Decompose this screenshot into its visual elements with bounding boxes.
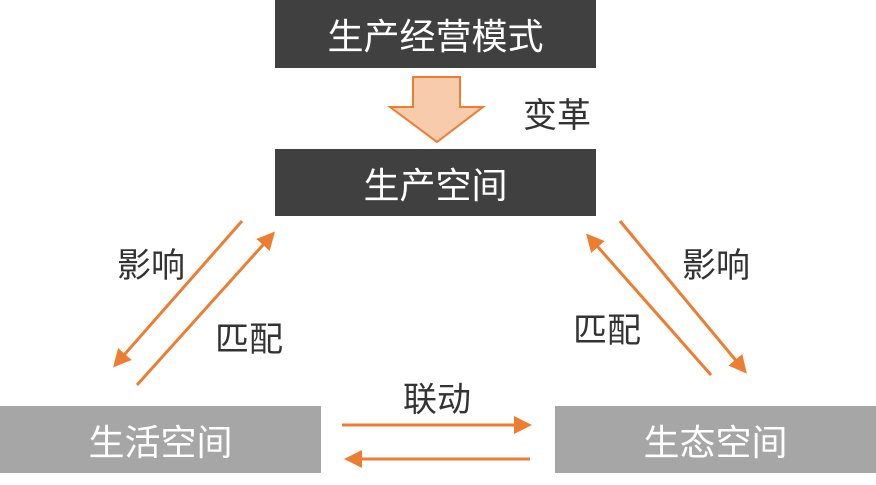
block-down-arrow [386, 76, 486, 144]
arrow-production-to-living [113, 220, 244, 368]
label-reform: 变革 [523, 96, 591, 136]
node-living-space-label: 生活空间 [88, 422, 233, 464]
node-ecological-space-label: 生态空间 [643, 422, 788, 464]
arrow-production-to-ecological [618, 220, 747, 374]
node-ecological-space: 生态空间 [555, 406, 876, 473]
node-production-mode-label: 生产经营模式 [327, 17, 544, 58]
node-production-mode: 生产经营模式 [275, 0, 596, 68]
node-production-space-label: 生产空间 [363, 165, 508, 207]
label-match-right: 匹配 [573, 311, 641, 351]
node-production-space: 生产空间 [275, 149, 596, 216]
arrow-ecological-to-production [586, 233, 713, 376]
node-living-space: 生活空间 [0, 406, 321, 473]
arrow-living-to-production [135, 231, 276, 387]
label-linkage: 联动 [403, 380, 471, 420]
label-influence-right: 影响 [682, 246, 750, 286]
label-match-left: 匹配 [215, 320, 283, 360]
label-influence-left: 影响 [117, 246, 185, 286]
